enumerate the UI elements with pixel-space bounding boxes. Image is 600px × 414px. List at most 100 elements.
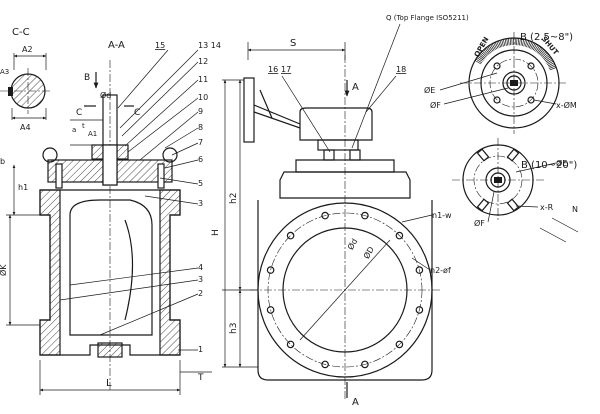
front-part-18: 18 bbox=[396, 65, 406, 74]
part-num-3-lower: 3 bbox=[198, 275, 203, 284]
part-num-15: 15 bbox=[155, 41, 165, 50]
aa-dim-l: L bbox=[106, 378, 112, 389]
b-small-title: B (2.5~8") bbox=[520, 32, 573, 43]
cc-key bbox=[8, 87, 13, 96]
part-num-9: 9 bbox=[198, 107, 203, 116]
aa-dim-dk: ØK bbox=[0, 264, 8, 276]
dial-tick bbox=[508, 38, 510, 46]
dial-tick bbox=[526, 40, 530, 48]
part-num-5: 5 bbox=[198, 179, 203, 188]
dial-tick bbox=[482, 50, 488, 57]
aa-dim-t: t bbox=[82, 122, 85, 130]
dial-tick bbox=[517, 38, 520, 46]
dial-tick bbox=[519, 38, 521, 46]
front-handwheel bbox=[243, 77, 255, 143]
front-label-n1: n1-w bbox=[432, 211, 452, 220]
dial-tick bbox=[493, 42, 498, 50]
dial-tick bbox=[499, 40, 503, 48]
dial-tick bbox=[524, 39, 528, 47]
dial-tick bbox=[548, 63, 556, 68]
dial-tick bbox=[475, 58, 482, 64]
b-small-dim-f: ØF bbox=[430, 100, 441, 110]
bolt-hole bbox=[286, 231, 295, 240]
dial-tick bbox=[502, 39, 506, 47]
bolt-hole bbox=[415, 306, 424, 314]
aa-title: A-A bbox=[108, 40, 125, 51]
dial-tick bbox=[520, 38, 523, 46]
bolt-hole bbox=[321, 360, 329, 369]
aa-part-callouts: 15 13 14 12 11 10 9 8 7 6 5 3 4 3 bbox=[59, 41, 221, 354]
dial-tick bbox=[479, 53, 486, 59]
bolt-hole bbox=[415, 266, 424, 274]
dial-tick bbox=[535, 45, 540, 52]
part-num-13-14: 13 14 bbox=[198, 41, 221, 50]
front-part-16: 16 bbox=[268, 65, 278, 74]
dial-tick bbox=[523, 39, 526, 47]
part-num-2: 2 bbox=[198, 289, 203, 298]
part-num-8: 8 bbox=[198, 123, 203, 132]
bolt-hole bbox=[395, 231, 404, 240]
bolt-hole bbox=[361, 211, 369, 220]
b-large-title: B (10~20") bbox=[521, 160, 577, 171]
dial-tick bbox=[547, 62, 555, 67]
dial-tick bbox=[476, 57, 483, 62]
front-dim-h3: h3 bbox=[229, 323, 239, 334]
b-view-large: B (10~20") ØE ØF x-R N bbox=[452, 138, 579, 243]
dial-tick bbox=[516, 38, 518, 46]
aa-dim-h1: h1 bbox=[18, 183, 28, 192]
dial-tick bbox=[528, 41, 533, 49]
front-part-17: 17 bbox=[281, 65, 291, 74]
part-num-6: 6 bbox=[198, 155, 203, 164]
b-small-dial-ticks bbox=[474, 37, 557, 71]
dial-tick bbox=[546, 59, 553, 64]
front-mark-a-top: A bbox=[352, 82, 359, 93]
dial-tick bbox=[530, 42, 534, 49]
front-view: S A A Q (Top Flange ISO5211) 16 17 18 bbox=[211, 14, 469, 408]
b-large-dim-n: N bbox=[572, 205, 578, 214]
front-dim-h2: h2 bbox=[229, 193, 239, 204]
aa-lift-eye-right bbox=[162, 147, 178, 163]
b-small-dim-xm: x-ØM bbox=[556, 100, 577, 110]
dial-tick bbox=[491, 43, 496, 50]
part-num-7: 7 bbox=[198, 138, 203, 147]
dial-tick bbox=[534, 44, 539, 52]
aa-lift-eye-left bbox=[42, 147, 58, 163]
dial-tick bbox=[509, 38, 512, 46]
front-dim-h: H bbox=[211, 229, 221, 236]
bolt-hole bbox=[321, 211, 329, 220]
part-num-11: 11 bbox=[198, 75, 208, 84]
b-large-dim-e: ØE bbox=[556, 158, 567, 168]
aa-dim-a: a bbox=[72, 126, 76, 134]
aa-dim-t-flange: T bbox=[197, 373, 204, 383]
dial-tick bbox=[483, 49, 489, 56]
dial-tick bbox=[537, 47, 543, 54]
dial-tick bbox=[541, 52, 548, 58]
dial-tick bbox=[539, 50, 546, 56]
part-num-3-upper: 3 bbox=[198, 199, 203, 208]
front-label-top-flange: Q (Top Flange ISO5211) bbox=[386, 14, 469, 22]
dial-tick bbox=[543, 55, 550, 60]
dial-tick bbox=[501, 39, 504, 47]
b-large-dim-xr: x-R bbox=[540, 203, 554, 212]
dial-tick bbox=[480, 51, 487, 58]
dial-tick bbox=[527, 40, 531, 48]
aa-mark-b: B bbox=[84, 73, 90, 83]
part-num-4: 4 bbox=[198, 263, 203, 272]
dial-tick bbox=[478, 54, 485, 60]
bolt-hole bbox=[266, 266, 275, 274]
aa-bottom-cover bbox=[97, 342, 123, 358]
dial-tick bbox=[542, 53, 549, 59]
bolt-hole bbox=[395, 340, 404, 349]
aa-section-view: A-A B C C Ød t a A1 h1 bbox=[0, 40, 221, 395]
dial-tick bbox=[540, 51, 547, 57]
dial-tick bbox=[486, 47, 491, 54]
b-view-small: B (2.5~8") OPEN SHUT ØE ØF x-ØM bbox=[424, 32, 577, 134]
dial-tick bbox=[531, 43, 536, 50]
bolt-hole bbox=[361, 360, 369, 369]
cc-title: C-C bbox=[12, 27, 30, 38]
b-large-dim-f: ØF bbox=[474, 218, 485, 228]
part-num-12: 12 bbox=[198, 57, 208, 66]
aa-mark-c-right: C bbox=[134, 108, 140, 118]
aa-plug bbox=[69, 199, 153, 336]
